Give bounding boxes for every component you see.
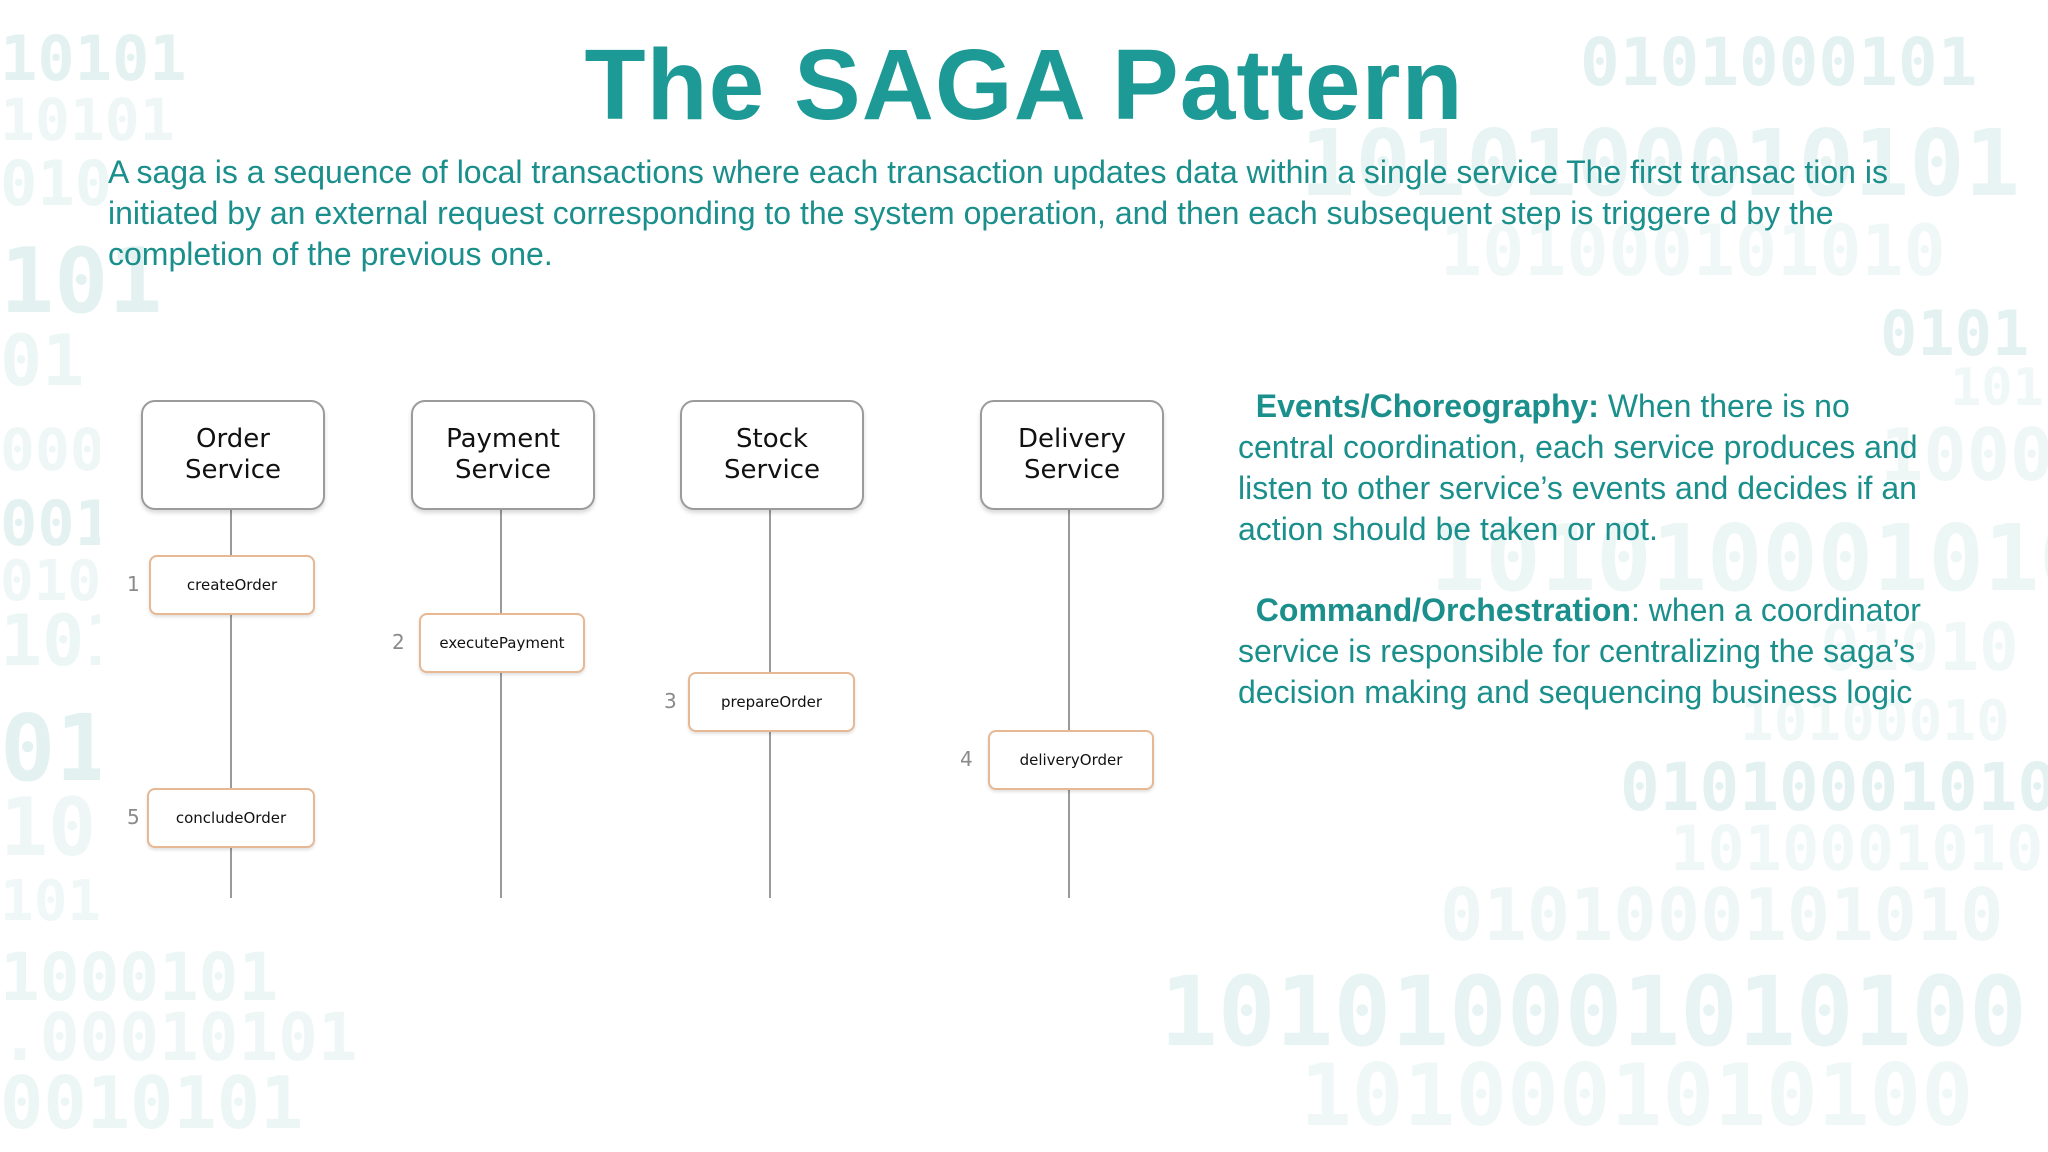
step-execute-payment: executePayment	[419, 613, 585, 673]
service-label: Service	[184, 455, 282, 485]
svg-text:01010: 01010	[1820, 609, 2019, 686]
service-label: Order	[196, 424, 270, 454]
svg-text:1010001010100: 1010001010100	[1300, 1046, 1973, 1146]
step-number: 2	[392, 630, 405, 654]
svg-text:1010100010101: 1010100010101	[1300, 110, 2020, 217]
page-title: The SAGA Pattern	[584, 29, 1464, 141]
svg-text:010: 010	[0, 147, 112, 220]
events-body: When there is no central coordination, e…	[1238, 388, 1918, 547]
svg-text:010: 010	[0, 549, 101, 614]
svg-text:101: 101	[0, 229, 163, 334]
step-create-order: createOrder	[149, 555, 315, 615]
svg-text:1010001010: 1010001010	[1670, 812, 2043, 885]
events-choreography-text: Events/Choreography: When there is no ce…	[1238, 386, 1938, 550]
pattern-descriptions: Events/Choreography: When there is no ce…	[1238, 386, 1938, 753]
svg-text:0101: 0101	[1880, 297, 2029, 370]
intro-paragraph: A saga is a sequence of local transactio…	[108, 154, 1888, 272]
svg-text:1000101: 1000101	[0, 939, 278, 1016]
svg-text:10101: 10101	[0, 86, 175, 154]
svg-text:101: 101	[0, 869, 101, 934]
step-number: 4	[960, 747, 973, 771]
service-label: Stock	[736, 424, 808, 454]
step-prepare-order: prepareOrder	[688, 672, 855, 732]
step-conclude-order: concludeOrder	[147, 788, 315, 848]
lifeline-delivery	[1068, 506, 1070, 898]
svg-text:01: 01	[0, 695, 111, 802]
lifeline-payment	[500, 506, 502, 898]
svg-text:10100010: 10100010	[1740, 689, 2010, 754]
svg-text:001: 001	[0, 487, 112, 560]
command-heading: Command/Orchestration	[1255, 592, 1631, 628]
service-label: Payment	[446, 424, 560, 454]
svg-text:000: 000	[0, 416, 105, 484]
step-number: 3	[664, 689, 677, 713]
svg-text:10101: 10101	[0, 22, 187, 95]
svg-text:0010101: 0010101	[0, 1061, 303, 1145]
svg-text:0101000101010: 0101000101010	[1440, 873, 2004, 957]
command-body: : when a coordinator service is responsi…	[1238, 592, 1921, 710]
svg-text:10: 10	[0, 781, 96, 874]
svg-text:01: 01	[0, 320, 84, 402]
svg-text:1000: 1000	[1880, 413, 2048, 497]
service-label: Service	[454, 455, 552, 485]
lifeline-order	[230, 506, 232, 898]
command-orchestration-text: Command/Orchestration: when a coordinato…	[1238, 590, 1938, 713]
svg-text:0101000101: 0101000101	[1580, 24, 1977, 101]
svg-text:101000101010: 101000101010	[1440, 210, 1946, 292]
svg-text:0101000101010: 0101000101010	[1620, 749, 2048, 826]
step-number: 1	[127, 572, 140, 596]
service-label: Delivery	[1018, 424, 1126, 454]
step-number: 5	[127, 805, 140, 829]
step-delivery-order: deliveryOrder	[988, 730, 1154, 790]
events-heading: Events/Choreography:	[1255, 388, 1599, 424]
svg-text:1010100010101: 1010100010101	[1430, 505, 2048, 612]
service-label: Service	[723, 455, 821, 485]
svg-text:101010001010100: 101010001010100	[1160, 956, 2027, 1068]
svg-text:101: 101	[1950, 358, 2044, 418]
svg-text:.00010101: .00010101	[0, 999, 358, 1076]
service-label: Service	[1023, 455, 1121, 485]
